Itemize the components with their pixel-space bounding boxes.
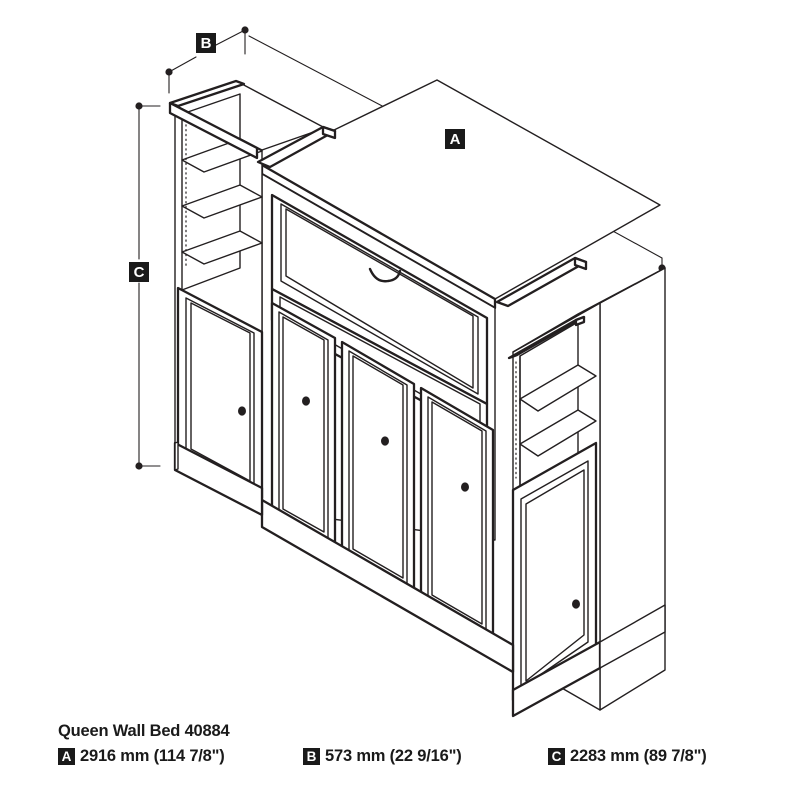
right-top-crown [495,256,588,308]
dimension-badge-b: B [196,33,216,53]
center-upper-panel [270,193,489,406]
right-tower [507,267,666,718]
product-title: Queen Wall Bed 40884 [58,722,230,740]
left-tower [168,79,326,517]
door-knob [238,406,246,416]
legend-text-a: 2916 mm (114 7/8") [80,747,225,765]
center-top-crown [256,125,337,169]
drawer-pull-handle [368,267,402,283]
door-knob [302,396,310,406]
door-knob [461,482,469,492]
left-tower-shelves [181,138,263,265]
center-bed-cabinet [260,79,661,674]
legend-badge-c: C [548,748,565,765]
dimension-badge-c: C [129,262,149,282]
door-knob [572,599,580,609]
dimension-legend: A 2916 mm (114 7/8") B 573 mm (22 9/16")… [58,747,788,766]
dimension-line-c [135,102,161,470]
door-knob [381,436,389,446]
caption-block: Queen Wall Bed 40884 A 2916 mm (114 7/8"… [58,722,788,766]
legend-item-c: C 2283 mm (89 7/8") [548,747,707,766]
legend-item-a: A 2916 mm (114 7/8") [58,747,303,766]
legend-item-b: B 573 mm (22 9/16") [303,747,548,766]
dimension-badge-a: A [445,129,465,149]
dimension-line-b [165,26,249,94]
legend-badge-b: B [303,748,320,765]
right-tower-door [511,441,598,702]
legend-text-c: 2283 mm (89 7/8") [570,747,707,765]
legend-text-b: 573 mm (22 9/16") [325,747,462,765]
legend-badge-a: A [58,748,75,765]
